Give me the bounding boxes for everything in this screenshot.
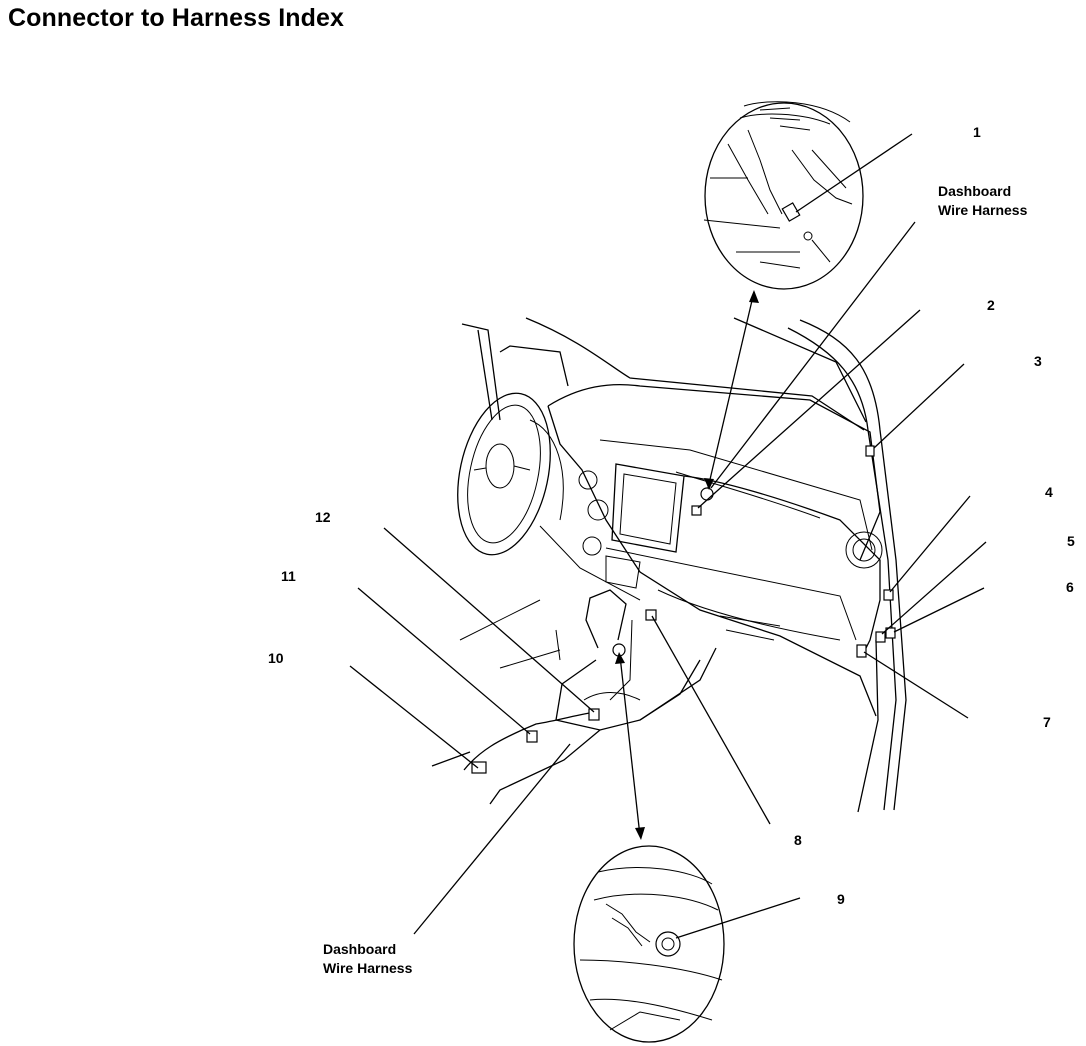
connector-8-location [645,609,657,621]
callout-6: 6 [1066,579,1074,595]
callout-4: 4 [1045,484,1053,500]
connector-7-location [856,644,867,658]
callout-12: 12 [315,509,331,525]
harness-label-top-line1: Dashboard [938,183,1011,199]
harness-label-bottom-line1: Dashboard [323,941,396,957]
connector-6-location [885,627,896,639]
leader-lines [349,133,987,939]
connector-10-location [471,761,487,774]
harness-name-labels: Dashboard Wire Harness Dashboard Wire Ha… [323,183,1028,976]
callout-labels: 1 2 3 4 5 6 7 8 9 10 11 12 [268,124,1075,907]
harness-routing [431,471,881,771]
callout-11: 11 [281,568,296,584]
connector-1-location [700,487,714,501]
connectors [471,445,896,774]
steering-wheel [457,392,564,556]
callout-5: 5 [1067,533,1075,549]
detail-circle-bottom [573,845,725,1043]
connector-12-location [588,708,600,721]
connector-5-location [875,631,886,643]
dashboard [459,383,883,805]
callout-7: 7 [1043,714,1051,730]
detail-circle-top [703,101,864,290]
callout-2: 2 [987,297,995,313]
callout-10: 10 [268,650,284,666]
connector-4-location [883,589,894,601]
harness-label-bottom-line2: Wire Harness [323,960,413,976]
connector-2-location [691,505,702,516]
harness-label-top-line2: Wire Harness [938,202,1028,218]
connector-3-location [865,445,875,457]
callout-1: 1 [973,124,981,140]
page-title: Connector to Harness Index [8,4,344,32]
callout-3: 3 [1034,353,1042,369]
connector-11-location [526,730,538,743]
callout-8: 8 [794,832,802,848]
callout-9: 9 [837,891,845,907]
